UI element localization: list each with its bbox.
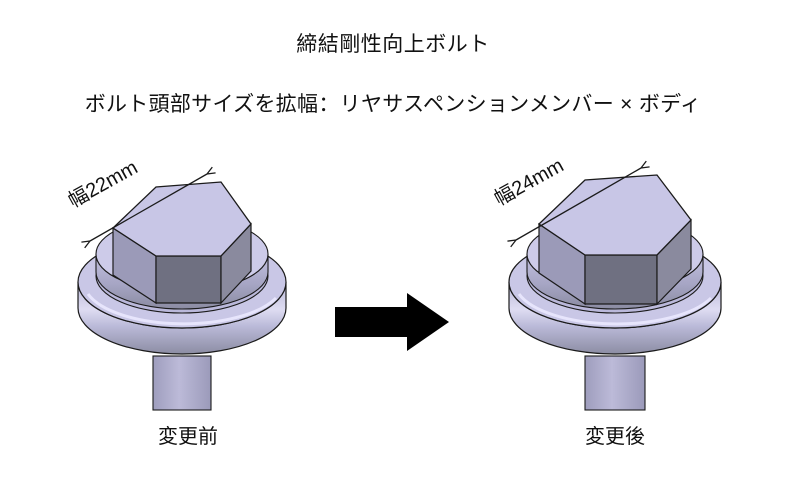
bolt-shaft-after — [584, 355, 646, 411]
bolt-figure-after: 幅24mm — [485, 154, 755, 411]
right-arrow-icon — [335, 293, 449, 351]
bolt-illustration-after: 幅24mm — [490, 154, 722, 411]
bolt-illustration-before: 幅22mm — [64, 156, 287, 411]
bolt-shaft-before — [152, 355, 212, 411]
transition-arrow — [333, 291, 453, 353]
page-title: 締結剛性向上ボルト — [296, 33, 490, 56]
caption-before: 変更前 — [158, 426, 218, 448]
dimension-label-after: 幅24mm — [490, 154, 567, 211]
dimension-label-before: 幅22mm — [64, 156, 141, 213]
bolt-figure-before: 幅22mm — [55, 156, 315, 411]
bolt-hex-head-before — [111, 181, 252, 305]
bolt-hex-head-after — [537, 174, 692, 306]
page-subtitle: ボルト頭部サイズを拡幅：リヤサスペンションメンバー × ボディ — [84, 93, 702, 116]
caption-after: 変更後 — [585, 426, 645, 448]
